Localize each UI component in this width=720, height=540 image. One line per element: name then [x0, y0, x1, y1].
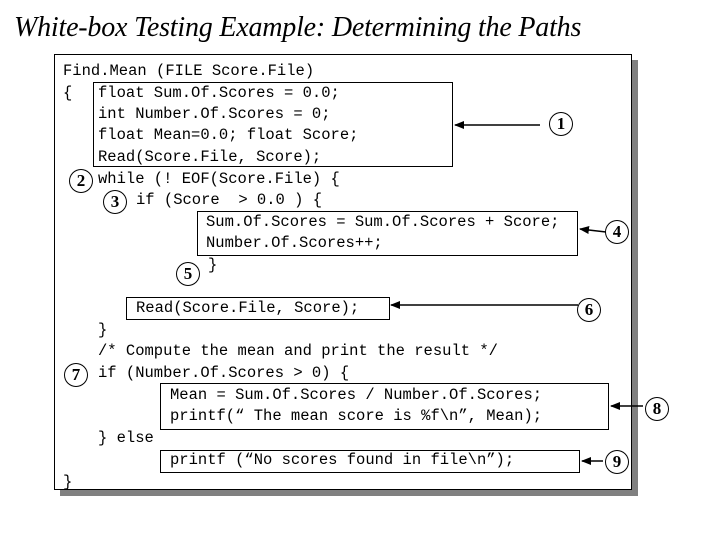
arrow-node-4 — [579, 226, 607, 235]
node-9-badge: 9 — [606, 451, 628, 473]
node-9-box — [160, 450, 580, 473]
node-1-badge: 1 — [550, 113, 572, 135]
node-8-box — [160, 383, 609, 430]
code-line-15: Mean = Sum.Of.Scores / Number.Of.Scores; — [170, 386, 543, 404]
page-title: White-box Testing Example: Determining t… — [14, 12, 582, 43]
node-6-badge: 6 — [578, 299, 600, 321]
code-line-10: } — [208, 256, 218, 274]
code-line-2: float Sum.Of.Scores = 0.0; — [98, 84, 340, 102]
node-6-box — [126, 297, 390, 320]
code-line-4: float Mean=0.0; float Score; — [98, 126, 359, 144]
code-line-7: if (Score > 0.0 ) { — [136, 191, 323, 209]
node-4-badge: 4 — [606, 221, 628, 243]
code-line-3: int Number.Of.Scores = 0; — [98, 105, 331, 123]
code-line-6: while (! EOF(Score.File) { — [98, 170, 340, 188]
code-line-17: } else — [98, 429, 154, 447]
code-frame — [54, 54, 632, 490]
node-5-badge: 5 — [177, 263, 199, 285]
code-line-8: Sum.Of.Scores = Sum.Of.Scores + Score; — [206, 213, 560, 231]
code-line-18: printf (“No scores found in file\n”); — [170, 451, 515, 469]
code-line-16: printf(“ The mean score is %f\n”, Mean); — [170, 407, 543, 425]
code-line-2-brace: { — [63, 84, 73, 102]
code-line-1: Find.Mean (FILE Score.File) — [63, 62, 315, 80]
node-4-box — [197, 211, 578, 256]
code-line-19: } — [63, 473, 73, 491]
node-7-badge: 7 — [65, 364, 87, 386]
code-line-12: } — [98, 321, 108, 339]
node-8-badge: 8 — [646, 398, 668, 420]
code-line-14: if (Number.Of.Scores > 0) { — [98, 364, 350, 382]
code-line-13: /* Compute the mean and print the result… — [98, 342, 498, 360]
node-3-badge: 3 — [104, 191, 126, 213]
code-line-11: Read(Score.File, Score); — [136, 299, 360, 317]
code-line-9: Number.Of.Scores++; — [206, 234, 383, 252]
node-1-box — [93, 82, 453, 167]
node-2-badge: 2 — [70, 170, 92, 192]
code-line-5: Read(Score.File, Score); — [98, 148, 322, 166]
